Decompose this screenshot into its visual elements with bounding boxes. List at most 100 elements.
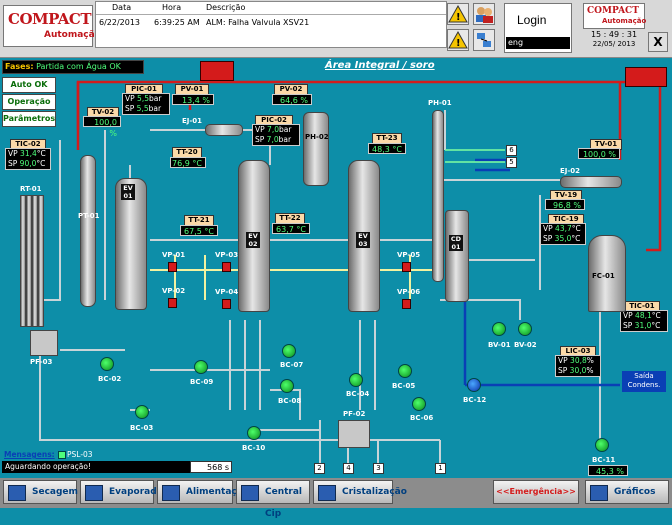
connector-6: 6 (506, 145, 517, 156)
bv01-label: BV-01 (488, 341, 511, 349)
alarm-warning-button[interactable]: ! (447, 29, 469, 51)
timer-value: 568 s (190, 461, 232, 473)
psl03-label: PSL-03 (67, 450, 93, 459)
compact-logo-small: COMPACT Automação (583, 3, 646, 29)
alarm-list[interactable]: Data Hora Descrição 6/22/2013 6:39:25 AM… (95, 1, 447, 48)
cristalizacao-icon (318, 485, 336, 501)
nav-alimentacao-button[interactable]: Alimentação (157, 480, 249, 504)
vp06-label: VP-06 (397, 288, 421, 296)
login-panel[interactable]: Login eng (504, 3, 572, 53)
ev01-vessel[interactable] (115, 178, 147, 310)
alimentacao-label: Alimentação (186, 487, 249, 497)
pt01-vessel[interactable] (80, 155, 96, 307)
ej02-ejector[interactable] (560, 176, 622, 188)
tic01-display: VP 48,1°C SP 31,0°C (620, 310, 668, 332)
saida-condens-label: Saída Condens. (622, 371, 666, 392)
vp06-valve[interactable] (402, 299, 411, 309)
bc03-label: BC-03 (130, 424, 154, 432)
alarm-col-date: Data (112, 3, 132, 12)
ev03-label: EV 03 (356, 232, 370, 248)
rt01-tube-bundle[interactable] (20, 195, 44, 327)
close-button[interactable]: X (648, 32, 668, 52)
ev01-label: EV 01 (121, 184, 135, 200)
vp02-valve[interactable] (168, 298, 177, 308)
bv01-pump[interactable] (492, 322, 506, 336)
tv19-value: 96,8 % (545, 199, 585, 210)
bc09-pump[interactable] (194, 360, 208, 374)
pt01-label: PT-01 (78, 212, 100, 220)
compact-logo: COMPACT Automação (3, 5, 101, 47)
secagem-icon (8, 485, 26, 501)
fc01-label: FC-01 (592, 272, 615, 280)
bc02-label: BC-02 (98, 375, 122, 383)
steam-alarm-box-right[interactable] (625, 67, 667, 87)
bc03-pump[interactable] (135, 405, 149, 419)
pic02-unit: bar (278, 125, 292, 134)
svg-text:!: ! (456, 38, 461, 49)
ph01-vessel[interactable] (432, 110, 444, 282)
steam-alarm-box-left[interactable] (200, 61, 234, 81)
connector-4: 4 (343, 463, 354, 474)
ph02-vessel[interactable] (303, 112, 329, 186)
tv02-value: 100,0 % (83, 116, 121, 138)
tic02-unit-sp: °C (36, 159, 46, 168)
bc12-pump[interactable] (467, 378, 481, 392)
cristalizacao-label: Cristalização (342, 487, 407, 497)
secagem-label: Secagem (32, 487, 78, 497)
bc05-label: BC-05 (392, 382, 416, 390)
bc02-pump[interactable] (100, 357, 114, 371)
bc07-pump[interactable] (282, 344, 296, 358)
nav-graficos-button[interactable]: Gráficos (585, 480, 669, 504)
bc08-label: BC-08 (278, 397, 302, 405)
parametros-button[interactable]: Parâmetros (2, 111, 56, 127)
phase-value: Partida com Água OK (36, 62, 121, 71)
network-icon[interactable] (473, 29, 495, 51)
bc12-label: BC-12 (463, 396, 487, 404)
bc04-pump[interactable] (349, 373, 363, 387)
cd01-label: CD 01 (449, 235, 463, 251)
bc11-pump[interactable] (595, 438, 609, 452)
users-icon[interactable] (473, 3, 495, 25)
bc05-pump[interactable] (398, 364, 412, 378)
vp04-valve[interactable] (222, 299, 231, 309)
bc06-label: BC-06 (410, 414, 434, 422)
vp03-valve[interactable] (222, 262, 231, 272)
page-title: Área Integral / soro (325, 60, 435, 71)
cd01-vessel[interactable] (445, 210, 469, 302)
nav-central-cip-button[interactable]: Central Cip (236, 480, 310, 519)
logo-main-text: COMPACT (8, 10, 92, 28)
tic02-display: VP 31,4°C SP 90,0°C (5, 148, 51, 170)
clock-date: 22/05/ 2013 (592, 40, 636, 48)
vp01-label: VP-01 (162, 251, 186, 259)
bc04-label: BC-04 (346, 390, 370, 398)
nav-secagem-button[interactable]: Secagem (3, 480, 78, 504)
bc10-pump[interactable] (247, 426, 261, 440)
bc06-pump[interactable] (412, 397, 426, 411)
fc01-vessel[interactable] (588, 235, 626, 312)
bv02-pump[interactable] (518, 322, 532, 336)
bc08-pump[interactable] (280, 379, 294, 393)
vp01-valve[interactable] (168, 262, 177, 272)
rt01-label: RT-01 (20, 185, 42, 193)
pic02-display: VP 7,0bar SP 7,0bar (252, 124, 300, 146)
vp05-valve[interactable] (402, 262, 411, 272)
login-user-field[interactable]: eng (506, 37, 570, 49)
alarm-ack-button[interactable]: ! (447, 3, 469, 25)
tv01-value: 100,0 % (578, 148, 620, 159)
tic01-vp: 48,1 (635, 311, 652, 320)
emergency-button[interactable]: <<Emergência>> (493, 480, 579, 504)
operacao-button[interactable]: Operação (2, 94, 56, 110)
ej01-ejector[interactable] (205, 124, 243, 136)
pf03-exchanger[interactable] (30, 330, 58, 356)
ej02-label: EJ-02 (560, 167, 581, 175)
vp02-label: VP-02 (162, 287, 186, 295)
auto-ok-button[interactable]: Auto OK (2, 77, 56, 93)
bv02-label: BV-02 (514, 341, 537, 349)
lic03-unit-sp: % (586, 366, 594, 375)
pf03-label: PF-03 (30, 358, 53, 366)
nav-evaporador-button[interactable]: Evaporador (80, 480, 167, 504)
phase-indicator: Fases: Partida com Água OK (2, 60, 144, 74)
nav-cristalizacao-button[interactable]: Cristalização (313, 480, 407, 504)
pf02-exchanger[interactable] (338, 420, 370, 448)
bc10-label: BC-10 (242, 444, 266, 452)
